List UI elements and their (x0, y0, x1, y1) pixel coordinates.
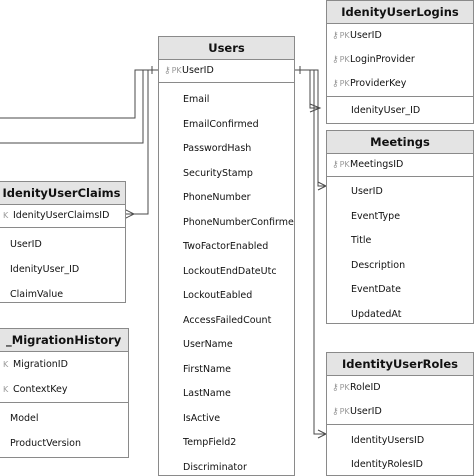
identity-user-logins-pk-row[interactable]: ⚷PKProviderKey (327, 72, 473, 96)
identity-user-roles-pk-section: ⚷PKRoleID ⚷PKUserID (327, 376, 473, 425)
key-icon: ⚷PK (332, 154, 350, 176)
migration-history-field[interactable]: Model (0, 406, 128, 431)
users-field[interactable]: TwoFactorEnabled (159, 235, 294, 260)
identity-user-roles-pk-field: UserID (350, 406, 382, 417)
users-pk-field: UserID (182, 65, 214, 76)
meetings-pk-row[interactable]: ⚷PKMeetingsID (327, 154, 473, 176)
key-icon: K (3, 377, 13, 402)
migration-history-pk-field: MigrationID (13, 359, 68, 370)
key-icon: K (3, 205, 13, 227)
meetings-fields: UserID EventType Title Description Event… (327, 177, 473, 324)
users-field[interactable]: EmailConfirmed (159, 113, 294, 138)
key-icon: K (3, 352, 13, 377)
identity-user-logins-pk-section: ⚷PKUserID ⚷PKLoginProvider ⚷PKProviderKe… (327, 24, 473, 97)
meetings-field[interactable]: UpdatedAt (327, 303, 473, 325)
identity-user-logins-pk-field: UserID (350, 30, 382, 41)
relationship-claims-users (126, 70, 148, 214)
identity-user-logins-pk-field: ProviderKey (350, 78, 406, 89)
identity-user-claims-field[interactable]: IdenityUser_ID (0, 257, 125, 282)
meetings-field[interactable]: UserID (327, 180, 473, 205)
users-field[interactable]: LockoutEabled (159, 284, 294, 309)
key-icon: ⚷PK (332, 48, 350, 72)
identity-user-claims-pk-field: IdenityUserClaimsID (13, 210, 109, 221)
meetings-title: Meetings (327, 131, 473, 154)
meetings-field[interactable]: Description (327, 254, 473, 279)
identity-user-logins-fields: IdenityUser_ID (327, 97, 473, 123)
users-table-title: Users (159, 37, 294, 60)
relationship-users-roles (294, 70, 326, 434)
users-pk-section: ⚷PKUserID (159, 60, 294, 83)
users-field[interactable]: FirstName (159, 358, 294, 383)
identity-user-claims-fields: UserID IdenityUser_ID ClaimValue (0, 228, 125, 303)
migration-history-pk-field: ContextKey (13, 384, 67, 395)
users-field[interactable]: IsActive (159, 407, 294, 432)
users-field[interactable]: LockoutEndDateUtc (159, 260, 294, 285)
users-table[interactable]: Users ⚷PKUserID Email EmailConfirmed Pas… (158, 36, 295, 476)
identity-user-roles-pk-row[interactable]: ⚷PKUserID (327, 400, 473, 424)
key-icon: ⚷PK (332, 376, 350, 400)
identity-user-roles-fields: IdentityUsersID IdentityRolesID (327, 425, 473, 476)
identity-user-logins-table[interactable]: IdenityUserLogins ⚷PKUserID ⚷PKLoginProv… (326, 0, 474, 124)
meetings-field[interactable]: Title (327, 229, 473, 254)
users-field[interactable]: TempField2 (159, 431, 294, 456)
users-field[interactable]: AccessFailedCount (159, 309, 294, 334)
identity-user-roles-field[interactable]: IdentityRolesID (327, 453, 473, 476)
relationship-users-logins (294, 70, 320, 108)
identity-user-roles-title: IdentityUserRoles (327, 353, 473, 376)
identity-user-roles-pk-field: RoleID (350, 382, 381, 393)
identity-user-logins-title: IdenityUserLogins (327, 1, 473, 24)
migration-history-title: _MigrationHistory (0, 329, 128, 352)
users-field[interactable]: PasswordHash (159, 137, 294, 162)
relationship-offscreen-users-2 (0, 70, 143, 143)
identity-user-claims-title: IdenityUserClaims (0, 182, 125, 205)
users-field[interactable]: PhoneNumberConfirmed (159, 211, 294, 236)
meetings-pk-section: ⚷PKMeetingsID (327, 154, 473, 177)
identity-user-logins-pk-field: LoginProvider (350, 54, 415, 65)
meetings-field[interactable]: EventDate (327, 278, 473, 303)
users-field[interactable]: SecurityStamp (159, 162, 294, 187)
identity-user-logins-field[interactable]: IdenityUser_ID (327, 99, 473, 123)
relationship-offscreen-users-1 (0, 70, 158, 118)
migration-history-fields: Model ProductVersion (0, 403, 128, 456)
identity-user-claims-field[interactable]: UserID (0, 232, 125, 257)
key-icon: ⚷PK (332, 72, 350, 96)
meetings-field[interactable]: EventType (327, 205, 473, 230)
users-field[interactable]: Discriminator (159, 456, 294, 476)
users-field[interactable]: LastName (159, 382, 294, 407)
users-fields: Email EmailConfirmed PasswordHash Securi… (159, 83, 294, 476)
identity-user-claims-field[interactable]: ClaimValue (0, 282, 125, 303)
users-pk-row[interactable]: ⚷PKUserID (159, 60, 294, 82)
meetings-table[interactable]: Meetings ⚷PKMeetingsID UserID EventType … (326, 130, 474, 324)
identity-user-logins-pk-row[interactable]: ⚷PKUserID (327, 24, 473, 48)
users-field[interactable]: PhoneNumber (159, 186, 294, 211)
key-icon: ⚷PK (332, 24, 350, 48)
identity-user-logins-pk-row[interactable]: ⚷PKLoginProvider (327, 48, 473, 72)
meetings-pk-field: MeetingsID (350, 159, 403, 170)
users-field[interactable]: UserName (159, 333, 294, 358)
key-icon: ⚷PK (164, 60, 182, 82)
migration-history-field[interactable]: ProductVersion (0, 431, 128, 456)
identity-user-roles-table[interactable]: IdentityUserRoles ⚷PKRoleID ⚷PKUserID Id… (326, 352, 474, 476)
key-icon: ⚷PK (332, 400, 350, 424)
users-field[interactable]: Email (159, 88, 294, 113)
identity-user-roles-pk-row[interactable]: ⚷PKRoleID (327, 376, 473, 400)
identity-user-roles-field[interactable]: IdentityUsersID (327, 429, 473, 453)
